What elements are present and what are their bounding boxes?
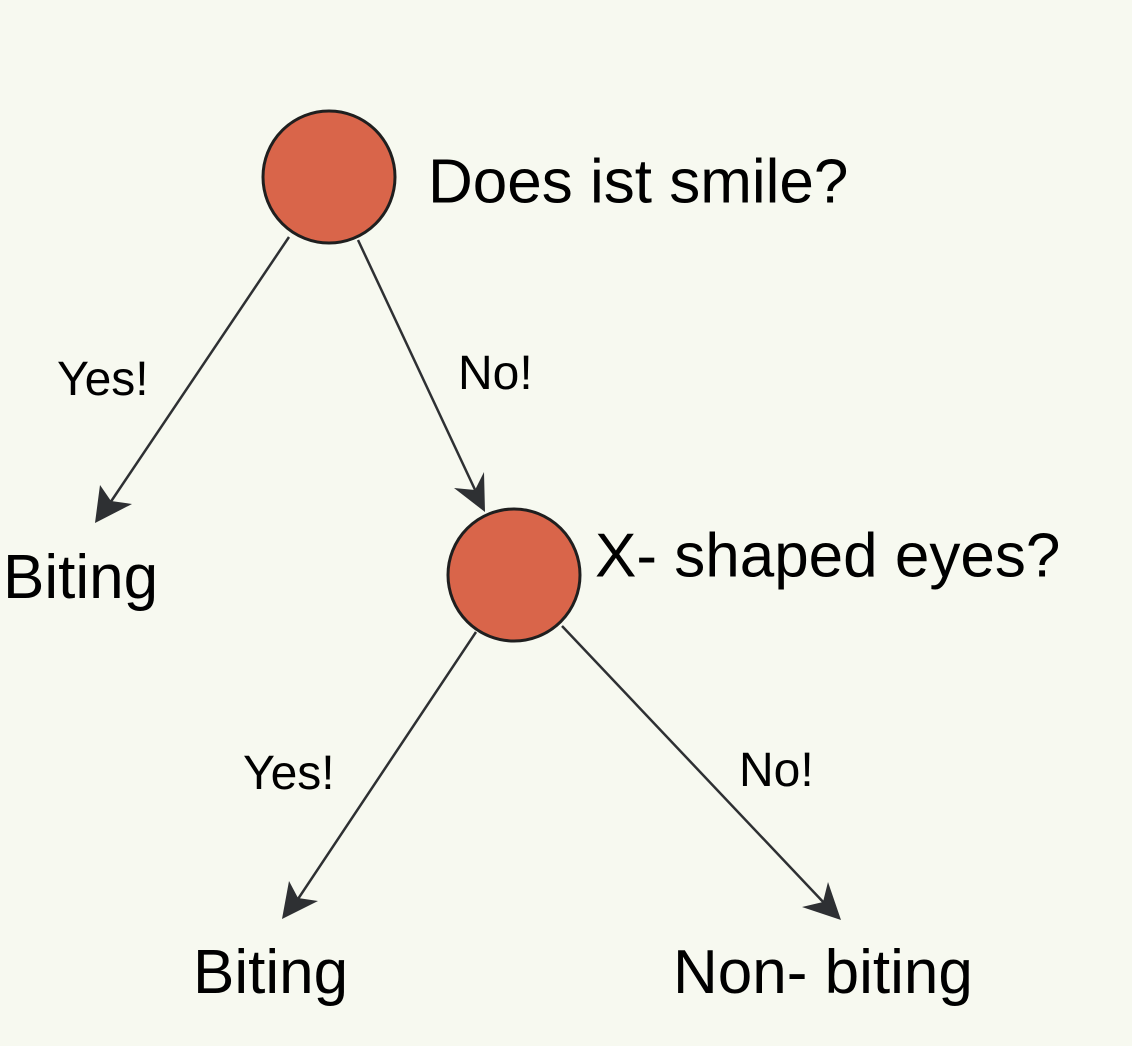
edge-second-no-line	[561, 625, 827, 906]
edge-label-root-no: No!	[458, 347, 533, 400]
edge-second-yes-arrowhead	[282, 881, 318, 919]
root-question-label: Does ist smile?	[428, 147, 848, 216]
leaf-bottom-left-label: Biting	[193, 938, 348, 1007]
edge-root-yes-arrowhead	[95, 485, 132, 523]
leaf-left-label: Biting	[3, 543, 158, 612]
leaf-bottom-right-label: Non- biting	[673, 938, 973, 1007]
root-question-node	[261, 109, 397, 245]
edge-label-second-yes: Yes!	[243, 747, 335, 800]
edge-label-root-yes: Yes!	[57, 353, 149, 406]
edge-root-yes-line	[108, 236, 291, 504]
edge-second-yes-line	[294, 631, 478, 903]
second-question-label: X- shaped eyes?	[595, 521, 1060, 590]
second-question-node	[446, 507, 582, 643]
edge-second-no-arrowhead	[802, 882, 841, 920]
edge-label-second-no: No!	[739, 744, 814, 797]
edge-root-no-line	[356, 239, 479, 495]
edge-root-no-arrowhead	[454, 472, 485, 512]
